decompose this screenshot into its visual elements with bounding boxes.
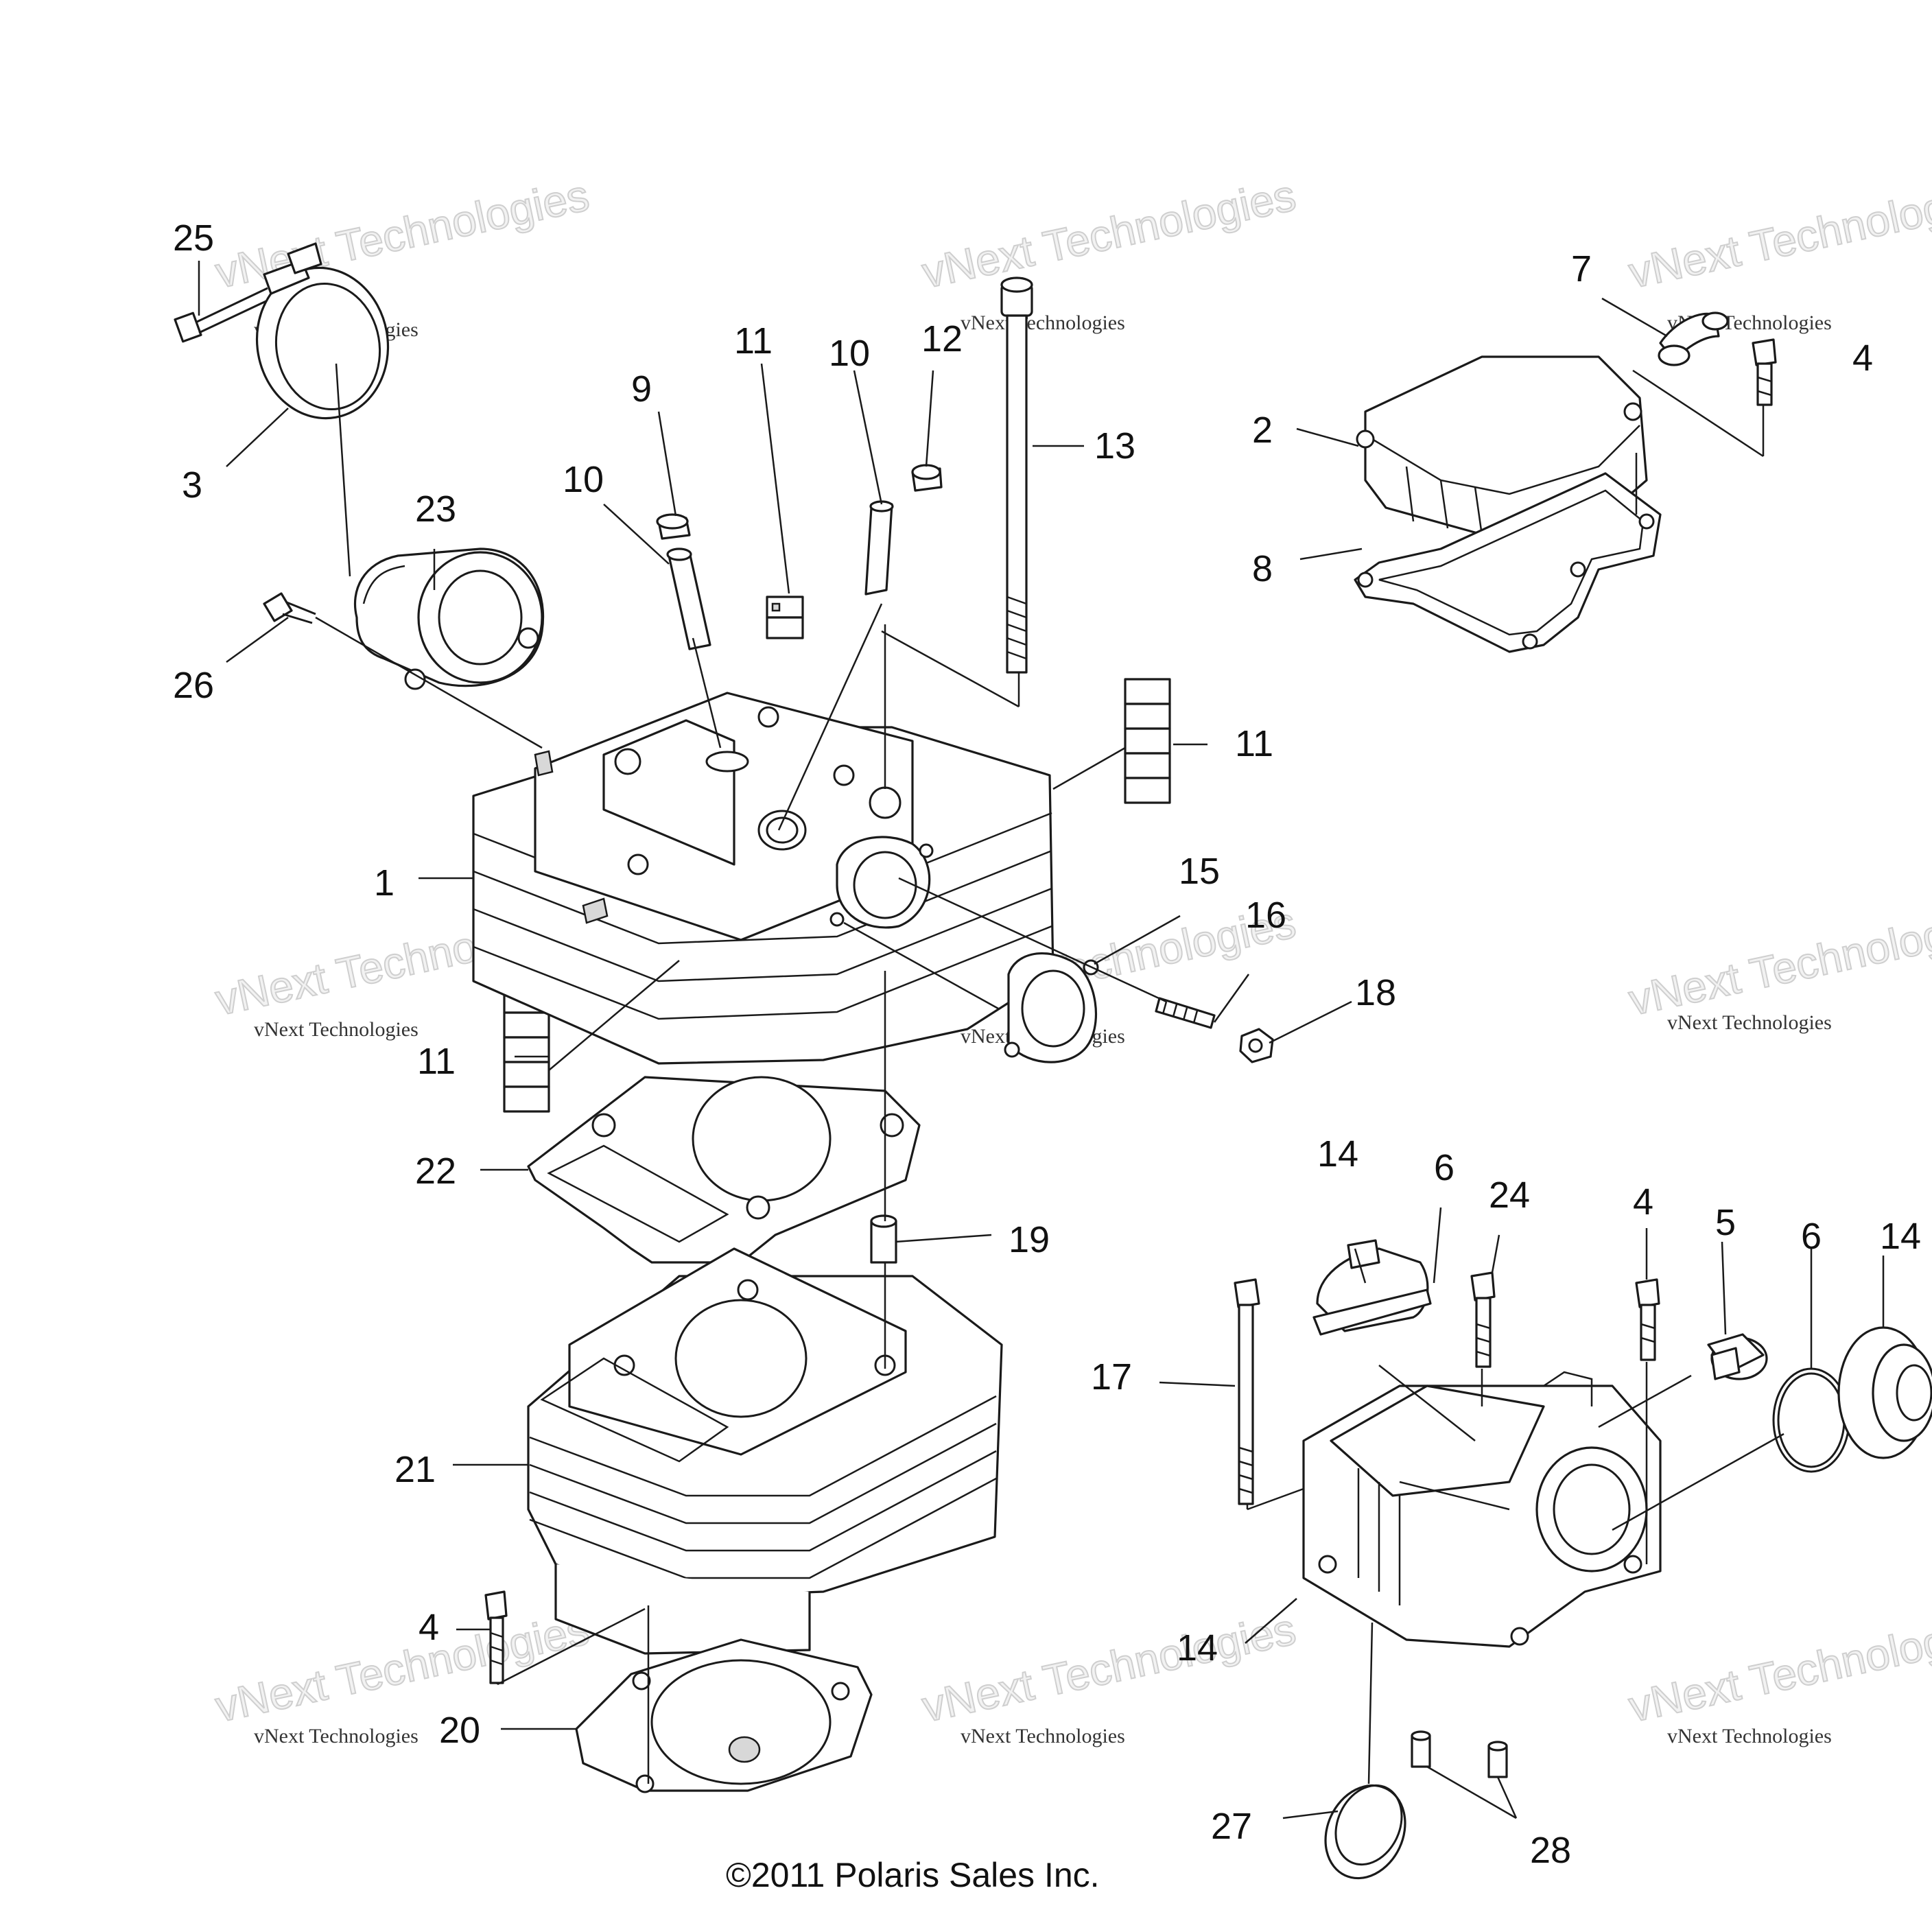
part-14-cap-right	[1837, 1326, 1932, 1459]
watermark-text: vNext Technologies	[961, 1725, 1125, 1747]
callout-2: 2	[1252, 410, 1273, 451]
part-10-valve-guide-right	[864, 500, 894, 596]
part-28-dowel-pins	[1411, 1730, 1508, 1778]
callout-16: 16	[1245, 895, 1286, 936]
callout-14: 14	[1317, 1133, 1358, 1175]
watermark-text: vNext Technologies	[1667, 1725, 1832, 1747]
watermark-text: vNext Technologies	[1625, 1604, 1932, 1732]
callout-10: 10	[829, 333, 870, 374]
part-19-dowel-pin	[870, 1214, 897, 1264]
callout-26: 26	[173, 665, 214, 706]
watermark-text: vNext Technologies	[211, 1604, 593, 1732]
part-20-base-gasket	[575, 1638, 873, 1793]
part-24-bolt	[1470, 1271, 1496, 1368]
callout-25: 25	[173, 217, 214, 259]
callout-13: 13	[1094, 425, 1135, 467]
part-4-bolt-top-right	[1752, 338, 1777, 406]
callout-11: 11	[734, 320, 773, 362]
part-4-bolt-right	[1635, 1278, 1660, 1361]
callout-11: 11	[417, 1041, 456, 1082]
leader-lines	[198, 261, 1885, 1819]
part-15-exhaust-gasket	[1004, 952, 1099, 1063]
callout-24: 24	[1489, 1175, 1530, 1216]
watermark-text: vNext Technologies	[254, 1018, 419, 1041]
part-10-valve-guide-left	[666, 547, 711, 650]
part-3-hose-clamp	[255, 242, 390, 420]
watermark-text: vNext Technologies	[1625, 170, 1932, 298]
callout-18: 18	[1355, 972, 1396, 1013]
callout-4: 4	[1852, 338, 1873, 379]
part-7-breather-fitting	[1658, 311, 1729, 366]
callout-21: 21	[394, 1449, 436, 1490]
part-13-head-stud	[1000, 276, 1033, 674]
callout-11: 11	[1235, 723, 1273, 764]
part-1-cylinder-head	[472, 692, 1055, 1065]
copyright-notice: ©2011 Polaris Sales Inc.	[726, 1856, 1100, 1894]
callout-19: 19	[1009, 1219, 1050, 1260]
part-27-cover-plug	[1324, 1784, 1406, 1880]
part-11-shim-stack-top	[766, 596, 804, 639]
watermark-text: vNext Technologies	[918, 1604, 1300, 1732]
callout-5: 5	[1715, 1202, 1736, 1243]
callout-1: 1	[374, 862, 394, 904]
part-6-o-ring-top	[1312, 1288, 1432, 1336]
callout-20: 20	[439, 1710, 480, 1751]
part-9-valve-cap	[656, 513, 691, 540]
callout-10: 10	[563, 459, 604, 500]
part-25-clamp-screw	[174, 287, 270, 343]
part-17-bolt	[1234, 1278, 1260, 1505]
callout-14: 14	[1880, 1216, 1921, 1257]
callout-7: 7	[1571, 248, 1592, 290]
callout-9: 9	[631, 368, 652, 410]
part-26-bolt	[263, 592, 543, 749]
callout-6: 6	[1801, 1216, 1822, 1257]
callout-15: 15	[1179, 851, 1220, 892]
callout-8: 8	[1252, 548, 1273, 589]
part-12-valve-cap	[911, 464, 943, 492]
watermark-text: vNext Technologies	[1667, 1011, 1832, 1034]
callout-17: 17	[1091, 1356, 1132, 1398]
callout-22: 22	[415, 1151, 456, 1192]
part-23-intake-boot	[353, 547, 544, 690]
callout-14: 14	[1177, 1627, 1218, 1669]
part-8-valve-cover-gasket	[1354, 472, 1662, 653]
watermark-text: vNext Technologies	[254, 1725, 419, 1747]
callout-3: 3	[182, 464, 202, 506]
callout-28: 28	[1530, 1830, 1571, 1871]
part-4-bolt-lower-left	[484, 1590, 508, 1684]
callout-27: 27	[1211, 1806, 1252, 1847]
callout-4: 4	[419, 1607, 439, 1648]
part-22-head-gasket	[527, 1076, 921, 1264]
callout-6: 6	[1434, 1147, 1454, 1188]
watermark-text: vNext Technologies	[1625, 897, 1932, 1025]
part-5-plug	[1707, 1333, 1768, 1380]
callout-4: 4	[1633, 1181, 1653, 1223]
part-11-shim-stack-right	[1124, 678, 1171, 804]
callout-12: 12	[921, 318, 963, 360]
part-14-cam-housing	[1302, 1371, 1662, 1648]
callout-labels: 25 3 23 26 9 10 11 10 12 13 7 4 2 8 11 1…	[173, 217, 1921, 1871]
watermark-text: vNext Technologies	[961, 311, 1125, 334]
part-18-nut	[1239, 1028, 1274, 1063]
part-16-stud	[1155, 997, 1216, 1029]
part-21-cylinder	[527, 1247, 1003, 1655]
callout-23: 23	[415, 488, 456, 530]
watermark-text: vNext Technologies	[918, 170, 1300, 298]
part-6-o-ring-right	[1772, 1367, 1850, 1473]
